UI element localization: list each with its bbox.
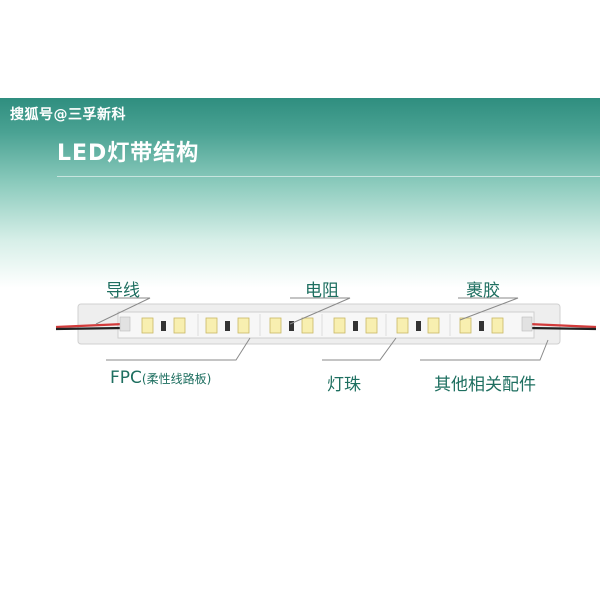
led-chip — [427, 317, 440, 334]
resistor-chip — [479, 321, 484, 331]
right-wire-red — [527, 322, 597, 329]
led-chip — [365, 317, 378, 334]
resistor-chip — [353, 321, 358, 331]
resistor-chip — [289, 321, 294, 331]
label-wire: 导线 — [106, 281, 140, 301]
title-divider — [57, 176, 600, 177]
left-wire-red — [55, 322, 125, 329]
solder-pad-left — [119, 316, 131, 332]
label-encapsulant: 裹胶 — [466, 281, 500, 301]
solder-pad-right — [521, 316, 533, 332]
led-chip — [491, 317, 504, 334]
led-chip — [141, 317, 154, 334]
header-banner — [0, 98, 600, 288]
diagram-title: LED灯带结构 — [57, 141, 200, 166]
led-chip — [459, 317, 472, 334]
watermark-text: 搜狐号@三孚新科 — [10, 107, 126, 123]
led-chip — [237, 317, 250, 334]
leader-wire — [95, 297, 151, 325]
left-wire-black — [55, 326, 125, 331]
leader-led — [322, 337, 397, 361]
resistor-chip — [161, 321, 166, 331]
led-chip — [396, 317, 409, 334]
right-wire-black — [527, 326, 597, 331]
led-chip — [333, 317, 346, 334]
label-fpc: FPC(柔性线路板) — [110, 368, 211, 388]
label-fpc-main: FPC — [110, 368, 142, 388]
leader-accessories — [420, 339, 549, 361]
led-chip — [205, 317, 218, 334]
led-chip — [301, 317, 314, 334]
label-led: 灯珠 — [327, 375, 361, 395]
label-accessories: 其他相关配件 — [434, 375, 536, 395]
leader-encapsulant — [458, 297, 519, 321]
resistor-chip — [225, 321, 230, 331]
resistor-chip — [416, 321, 421, 331]
leader-fpc — [106, 337, 251, 361]
label-fpc-note: (柔性线路板) — [141, 372, 212, 386]
leader-resistor — [289, 297, 351, 325]
led-chip — [173, 317, 186, 334]
led-strip-diagram — [55, 297, 597, 361]
led-chip — [269, 317, 282, 334]
label-resistor: 电阻 — [305, 281, 339, 301]
